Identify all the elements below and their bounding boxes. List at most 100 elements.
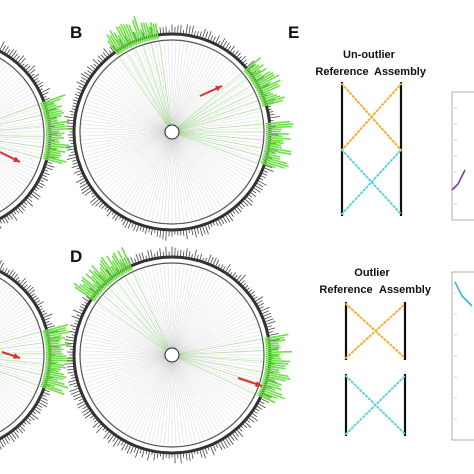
chord-line: [92, 307, 173, 356]
green-highlight-block: [73, 247, 133, 302]
green-bar: [43, 108, 60, 114]
green-bar: [264, 367, 280, 371]
ring-tick: [225, 264, 231, 272]
ring-tick: [267, 327, 276, 331]
ring-tick: [238, 204, 243, 210]
chord-line: [85, 99, 173, 133]
chord-line: [171, 40, 181, 133]
ring-tick: [269, 371, 274, 373]
chord-line: [171, 95, 257, 133]
chord-line: [0, 186, 14, 203]
green-bar: [263, 376, 276, 382]
ring-tick: [147, 451, 150, 461]
ring-tick: [45, 320, 50, 324]
green-bar: [113, 32, 126, 52]
green-bar: [265, 125, 293, 129]
ring-tick: [35, 80, 40, 84]
ring-tick: [30, 413, 39, 420]
ring-tick: [71, 377, 76, 379]
green-bar: [45, 120, 70, 126]
ring-tick: [121, 218, 124, 222]
chord-line: [0, 376, 36, 394]
ring-tick: [222, 266, 226, 271]
green-bar: [91, 275, 106, 290]
chord-line: [99, 131, 173, 190]
ring-tick: [240, 280, 245, 285]
green-bar: [264, 336, 285, 342]
chord-line: [171, 65, 236, 133]
chord-line: [0, 111, 41, 123]
ring-tick: [97, 59, 102, 64]
ring-tick: [8, 269, 14, 276]
outlier-assembly-label: Assembly: [379, 284, 432, 296]
green-chord-line: [171, 92, 256, 133]
green-chord-line: [102, 294, 173, 356]
chord-line: [114, 131, 173, 205]
chord-line: [171, 131, 260, 161]
ring-tick: [232, 272, 237, 277]
ring-tick: [76, 88, 83, 92]
ring-tick: [19, 425, 26, 432]
chord-line: [83, 107, 173, 133]
chord-line: [171, 263, 185, 356]
chord-line: [171, 354, 189, 446]
ring-tick: [240, 202, 246, 208]
ring-tick: [0, 439, 5, 448]
chord-line: [171, 131, 213, 215]
alignment-link: [341, 149, 402, 215]
chord-line: [121, 278, 173, 356]
ring-tick: [19, 277, 26, 285]
chord-line: [171, 354, 247, 410]
ring-tick: [71, 334, 76, 336]
ring-tick: [15, 276, 20, 281]
ring-tick: [94, 419, 98, 423]
green-bar: [259, 92, 274, 100]
green-bar: [265, 138, 284, 142]
ring-tick: [32, 295, 37, 299]
ring-tick: [38, 181, 45, 186]
ring-tick: [71, 164, 79, 169]
chord-lines: [80, 263, 264, 447]
chord-line: [159, 354, 173, 447]
ring-tick: [156, 452, 159, 459]
ring-tick: [139, 226, 142, 231]
green-bar: [265, 140, 284, 145]
green-chord-line: [0, 135, 44, 137]
ring-tick: [111, 211, 115, 215]
chord-line: [171, 131, 205, 219]
chord-line: [171, 278, 223, 356]
ring-tick: [268, 111, 274, 113]
green-bar: [112, 252, 126, 274]
chord-line: [0, 73, 20, 93]
chord-line: [171, 270, 209, 356]
ring-tick: [104, 429, 108, 433]
ring-tick: [89, 287, 96, 293]
ring-tick: [202, 257, 204, 261]
green-chord-line: [0, 125, 44, 131]
chord-line: [128, 354, 173, 437]
ring-tick: [80, 73, 89, 79]
green-bar: [40, 385, 65, 396]
ring-tick: [234, 208, 240, 215]
chord-line: [80, 346, 173, 356]
ring-tick: [46, 322, 53, 326]
green-bar: [42, 157, 63, 165]
ring-tick: [82, 405, 88, 410]
ring-tick: [1, 438, 7, 445]
green-bar: [264, 333, 289, 340]
chord-line: [171, 68, 239, 133]
ring-tick: [0, 262, 5, 271]
green-chord-line: [171, 131, 264, 141]
ring-tick: [34, 188, 38, 192]
green-bar: [45, 119, 59, 124]
ring-tick: [40, 176, 49, 182]
green-bar: [99, 263, 115, 282]
green-bar: [262, 156, 288, 165]
ring-tick: [8, 434, 15, 442]
green-bar: [260, 386, 283, 396]
ring-tick: [227, 268, 232, 274]
ring-tick: [11, 271, 16, 278]
chord-line: [0, 67, 14, 84]
ring-tick: [229, 45, 235, 53]
